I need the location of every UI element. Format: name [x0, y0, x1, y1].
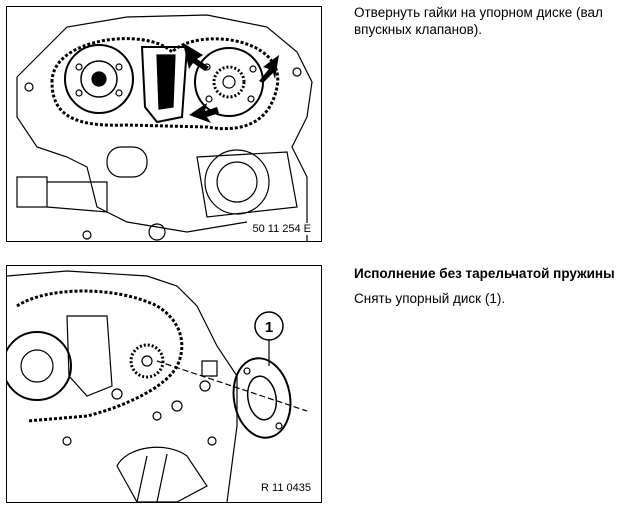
figure-code: 50 11 254 E [250, 223, 313, 235]
callout-number: 1 [265, 319, 273, 336]
figure-code: R 11 0435 [259, 482, 313, 494]
callout-circle [254, 311, 284, 341]
engine-front-illustration [16, 14, 313, 241]
figure-engine-timing-chain: 50 11 254 E [6, 6, 322, 242]
section-heading: Исполнение без тарельчатой пружины [354, 266, 615, 281]
thrust-disc-illustration: 1 [7, 270, 308, 502]
instruction-line-2: впускных клапанов). [354, 22, 483, 37]
figure-thrust-disc-removal: 1 R 11 0435 [6, 265, 322, 503]
instruction-body: Снять упорный диск (1). [354, 291, 506, 306]
instruction-line-1: Отвернуть гайки на упорном диске (вал [354, 5, 603, 20]
